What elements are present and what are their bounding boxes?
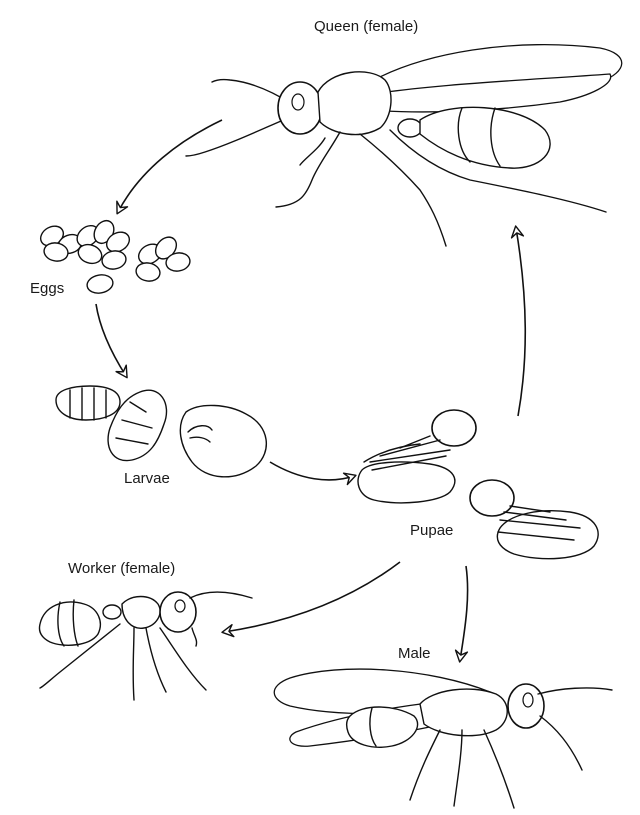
label-worker: Worker (female) xyxy=(68,560,176,577)
male-illustration xyxy=(273,668,613,809)
arrow-pupae-to-worker xyxy=(221,561,401,638)
label-larvae: Larvae xyxy=(124,470,170,487)
cycle-arrows xyxy=(95,119,527,663)
label-eggs: Eggs xyxy=(30,280,65,297)
eggs-illustration xyxy=(39,219,191,294)
arrow-eggs-to-larvae xyxy=(95,303,128,379)
label-male: Male xyxy=(398,645,431,662)
worker-illustration xyxy=(38,591,253,701)
label-queen: Queen (female) xyxy=(314,18,419,35)
arrow-queen-to-eggs xyxy=(116,119,223,215)
pupae-illustration xyxy=(357,409,599,560)
arrow-pupae-to-queen xyxy=(510,225,527,417)
label-pupae: Pupae xyxy=(410,522,454,539)
larvae-illustration xyxy=(55,385,268,478)
arrow-larvae-to-pupae xyxy=(269,461,357,486)
arrow-pupae-to-male xyxy=(454,565,469,663)
queen-illustration xyxy=(185,44,623,247)
